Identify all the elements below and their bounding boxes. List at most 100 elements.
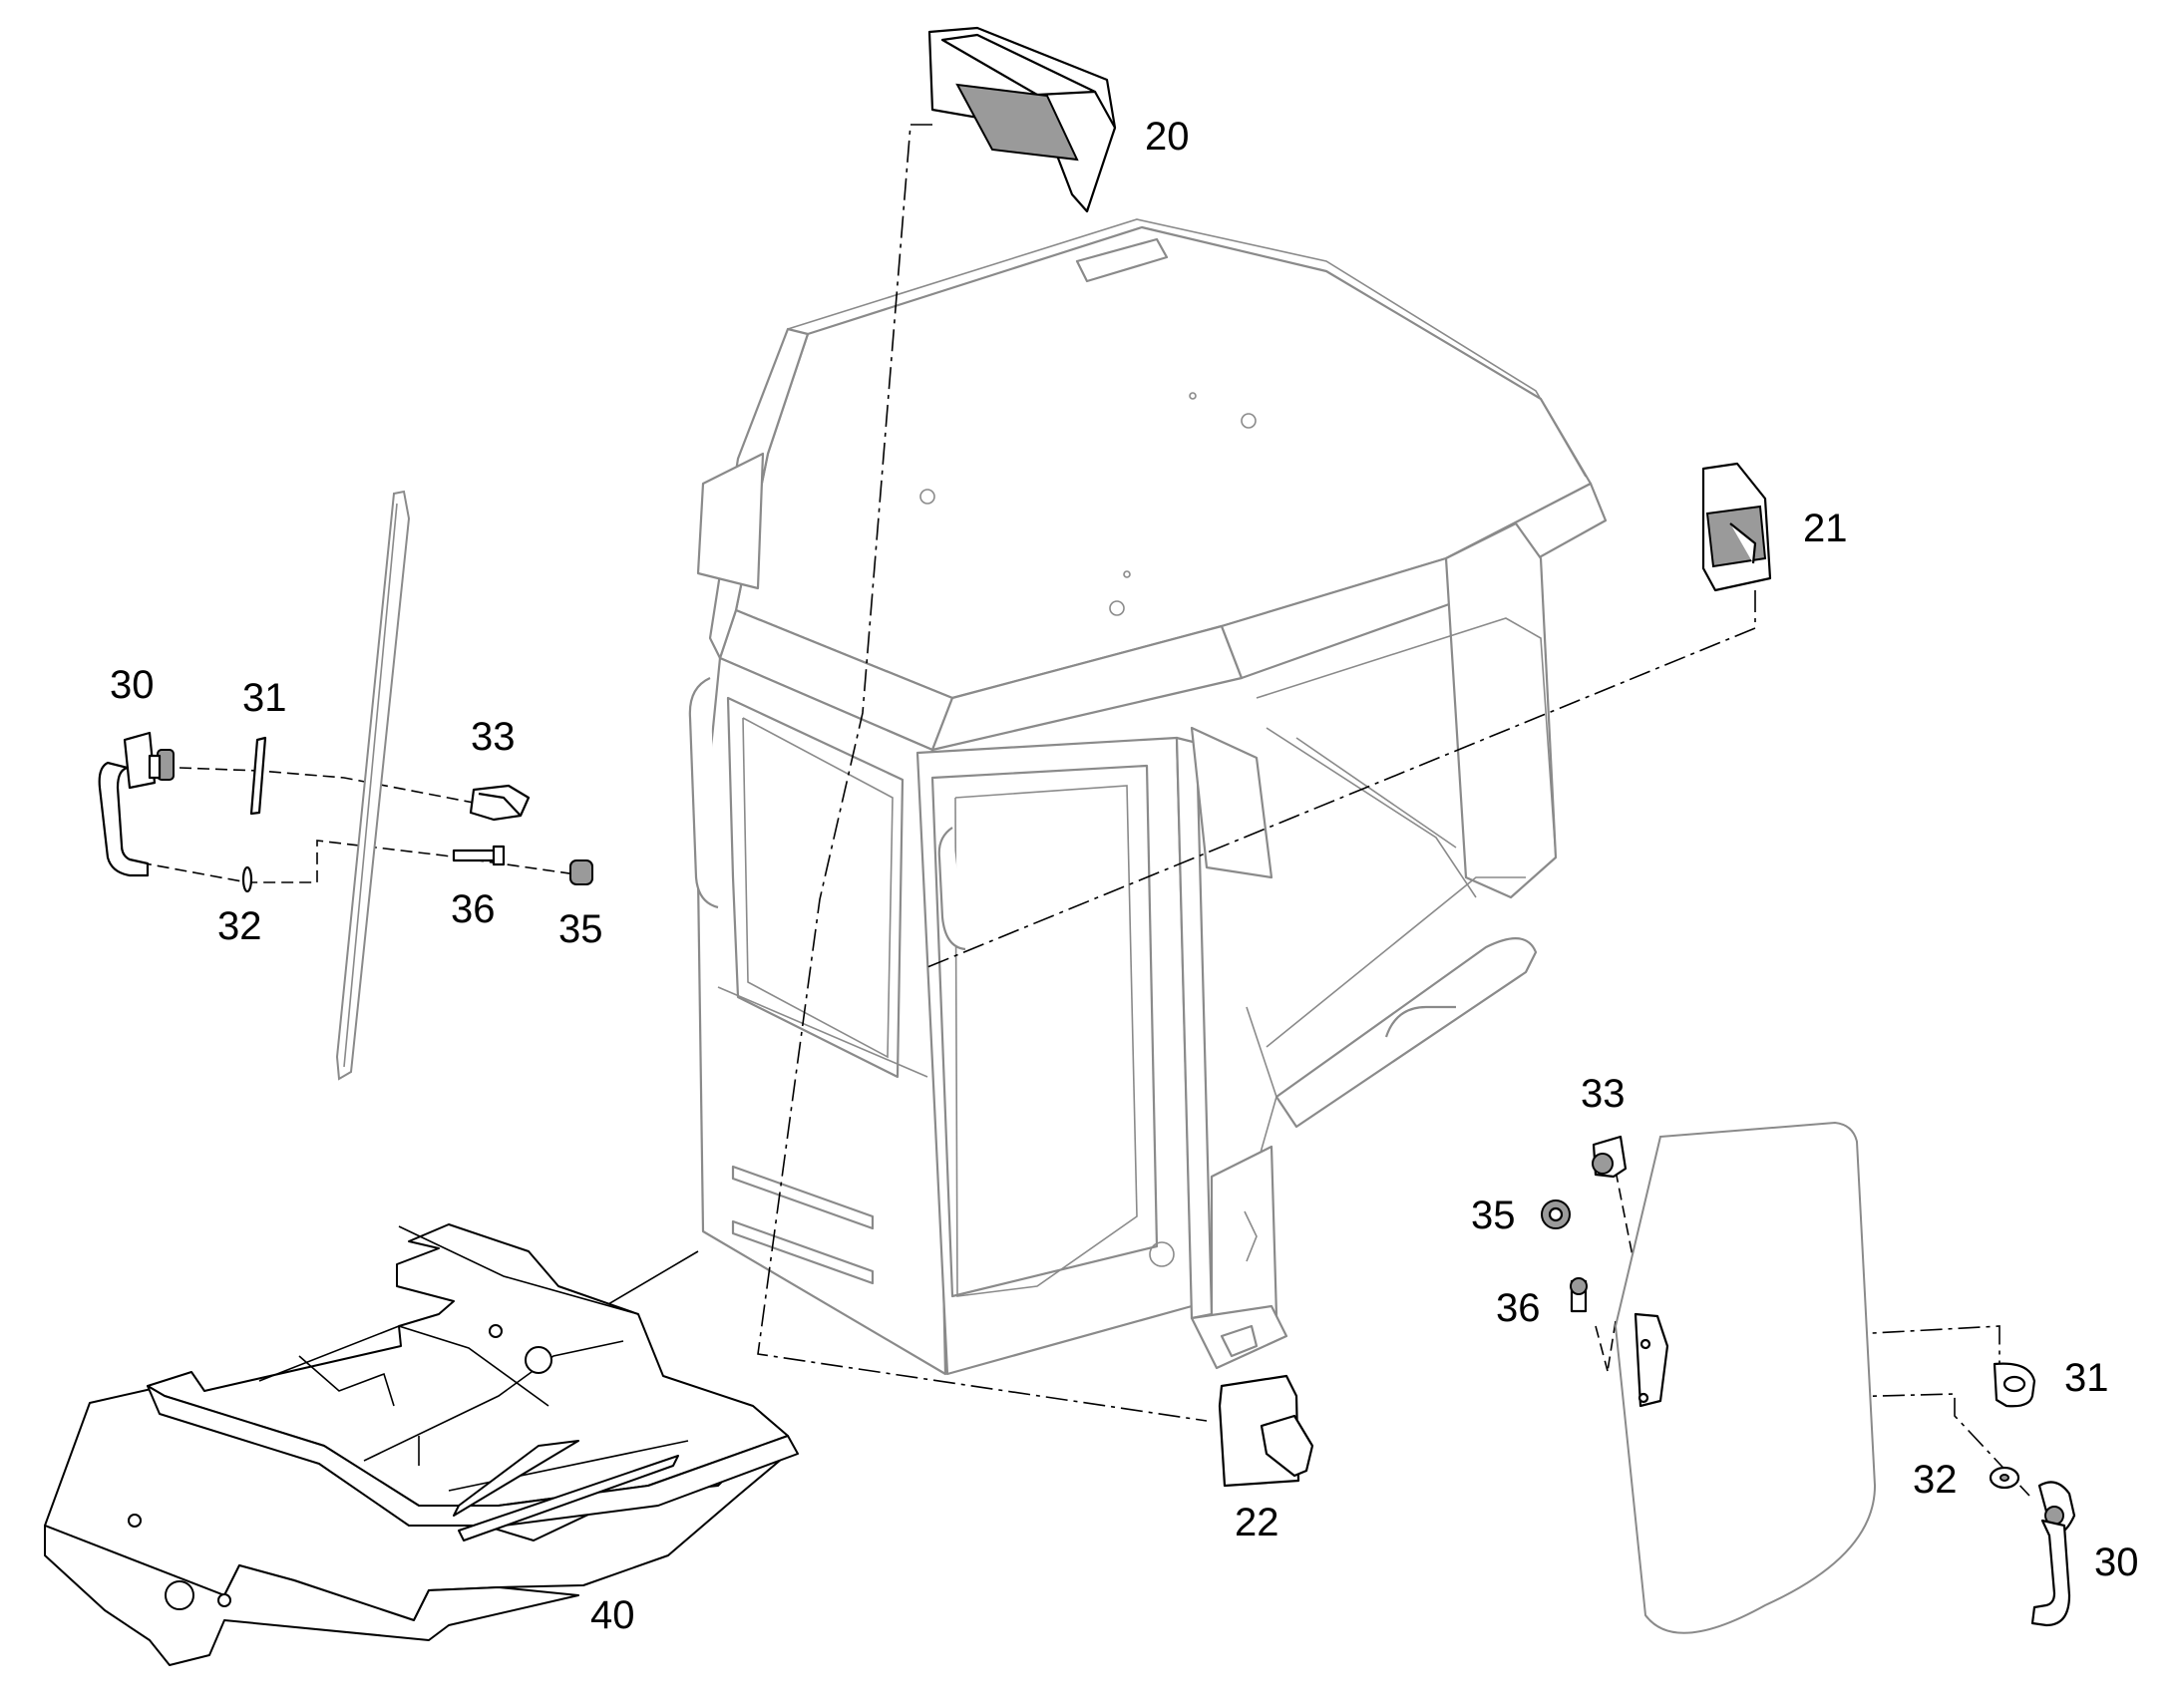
part-40-rib (363, 1340, 624, 1462)
part-22-block (1218, 1374, 1314, 1488)
part-40-hole (165, 1580, 194, 1610)
hinge-bolt (1637, 1392, 1649, 1404)
cab-rear-rail (1266, 876, 1526, 1048)
right-glass-panel (1614, 1121, 1877, 1634)
callout-33-left: 33 (471, 715, 516, 759)
cab-grab-handle (688, 676, 719, 909)
roof-bolt (1109, 600, 1125, 616)
callout-22: 22 (1235, 1501, 1279, 1544)
callout-36-right: 36 (1496, 1286, 1541, 1330)
roof-bolt (1123, 570, 1131, 578)
leader-20-22 (757, 124, 1208, 1422)
cab-rear-frame (1256, 617, 1557, 858)
callout-31-left: 31 (242, 676, 287, 720)
callout-32-left: 32 (217, 904, 262, 948)
part-40-floor (44, 1223, 799, 1666)
cab-side-door-frame (930, 764, 1159, 1298)
cab-slot (731, 1165, 875, 1230)
leader-right-36 (1595, 1325, 1609, 1372)
cab-front-door-glass-frame (726, 696, 905, 1079)
part-30-right-handle (2030, 1519, 2071, 1627)
cab-door-split (717, 986, 928, 1078)
part-36-right-head (1570, 1277, 1588, 1295)
callout-31-right: 31 (2064, 1356, 2109, 1400)
left-glass-panel (335, 490, 411, 1081)
part-20-edge (1085, 91, 1117, 212)
part-35-left (569, 859, 593, 885)
cab-logo-mark (1244, 1210, 1258, 1262)
leader-left-upper (179, 767, 475, 804)
cab-rear-frame (1266, 727, 1477, 898)
part-36-left-shaft (452, 849, 498, 862)
leader-right-lower (1654, 1393, 2030, 1497)
cab-rear-pillar (1444, 521, 1558, 899)
right-glass (1614, 1121, 1877, 1634)
part-21-block (1701, 462, 1772, 592)
callout-30-right: 30 (2094, 1540, 2139, 1584)
roof-bolt (1189, 392, 1197, 400)
part-40-lower-plate-side (44, 1525, 579, 1666)
cab-slot (731, 1219, 875, 1285)
callout-33-right: 33 (1581, 1072, 1626, 1116)
cab-rear-rail-lower (1274, 937, 1538, 1129)
part-32-left (241, 865, 253, 893)
cab-side-door-glass (954, 785, 1138, 1297)
part-31-right-hole (2002, 1375, 2026, 1393)
part-40-hole (128, 1514, 142, 1528)
left-glass (335, 490, 411, 1081)
cab-roof-vent (1075, 237, 1169, 283)
cab-foot-bracket (1220, 1324, 1259, 1358)
left-hardware (98, 731, 593, 893)
part-33-left-detail (478, 792, 522, 817)
part-40-hole (489, 1324, 503, 1338)
part-40-rib (398, 1225, 639, 1315)
part-40-hole (217, 1593, 231, 1607)
roof-bolt (919, 489, 935, 505)
part-21-window (1705, 505, 1767, 568)
callout-35-left: 35 (558, 907, 603, 951)
leader-left-lower (139, 840, 584, 883)
part-30-left-collar (148, 754, 162, 780)
cab-rear-frame (1246, 1006, 1277, 1168)
part-22-latch (1260, 1414, 1314, 1478)
part-40-slot (458, 1455, 679, 1541)
part-40-rib (298, 1355, 395, 1407)
roof-bolt (1241, 413, 1257, 429)
hinge-bolt (1639, 1338, 1651, 1350)
leader-21 (926, 590, 1756, 968)
part-40-rib (258, 1325, 549, 1407)
cab-pillar-bracket (1190, 726, 1273, 879)
part-30-left-handle (98, 761, 150, 877)
callout-40: 40 (590, 1593, 635, 1637)
cab-door-handle (937, 827, 966, 951)
part-20-cover (927, 26, 1117, 213)
cab-rear-handle (1384, 1005, 1456, 1038)
cab-frame (688, 218, 1608, 1376)
part-35-right-inner (1548, 1206, 1564, 1222)
cab-roof-ridge (787, 218, 1587, 478)
part-33-right-hole (1592, 1153, 1614, 1175)
right-glass-hinge (1634, 1312, 1669, 1408)
part-32-right-hole (1999, 1474, 2009, 1482)
leader-right-35 (1607, 1320, 1617, 1372)
callout-21: 21 (1803, 507, 1848, 550)
cab-door-lock (1149, 1241, 1175, 1267)
cab-rear-frame (1295, 737, 1457, 849)
callout-labels: 20 21 22 40 30 31 32 33 35 36 30 31 32 3… (110, 115, 2139, 1637)
part-36-left-head (492, 845, 506, 866)
callout-35-right: 35 (1471, 1194, 1516, 1237)
left-glass-edge (343, 503, 398, 1068)
part-30-left-head (123, 731, 157, 790)
part-21-detail (1729, 522, 1757, 564)
part-31-left (249, 736, 267, 816)
part-40-slot (453, 1440, 579, 1517)
callout-32-right: 32 (1913, 1458, 1958, 1502)
part-40-hole (525, 1346, 552, 1374)
callout-30-left: 30 (110, 663, 155, 707)
callout-36-left: 36 (451, 887, 496, 931)
cab-front-door-glass (742, 717, 894, 1059)
cab-mirror-bracket (696, 452, 765, 590)
right-hardware (1541, 1135, 2076, 1627)
